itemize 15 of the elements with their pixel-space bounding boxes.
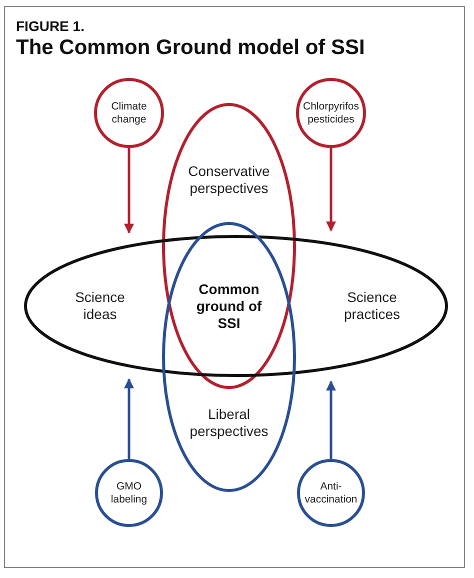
circle-label: Chlorpyrifos pesticides <box>302 100 360 126</box>
set-label: Liberal perspectives <box>188 406 270 440</box>
arrow <box>326 380 336 459</box>
circle-label: GMO labeling <box>110 480 148 506</box>
circle-label: Anti-vaccination <box>304 480 358 506</box>
arrow <box>124 378 134 459</box>
arrow <box>326 148 336 232</box>
set-label: Science practices <box>342 289 402 323</box>
set-label: Conservative perspectives <box>187 163 271 197</box>
set-label: Science ideas <box>74 289 126 323</box>
arrow <box>124 148 134 234</box>
figure-number: FIGURE 1. <box>16 18 84 35</box>
overlap-label: Common ground of SSI <box>196 280 262 332</box>
title: The Common Ground model of SSI <box>16 35 365 60</box>
circle-label: Climate change <box>110 100 148 126</box>
